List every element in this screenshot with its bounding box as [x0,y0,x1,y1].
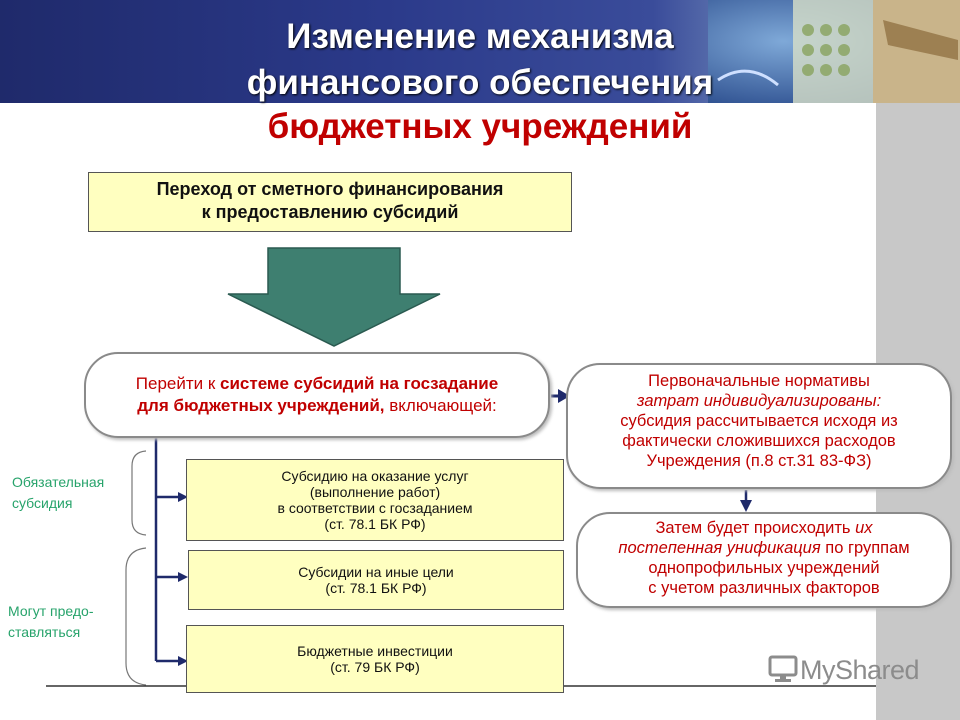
brace-optional [125,547,147,686]
subsidy-box-1-line-3: в соответствии с госзаданием [277,500,473,516]
subsidy-box-investments: Бюджетные инвестиции (ст. 79 БК РФ) [186,625,564,693]
main-pill-text-2: системе субсидий на госзадание [220,374,499,393]
unification-pill: Затем будет происходить их постепенная у… [576,512,952,608]
title-line-1: Изменение механизма [286,17,674,56]
subsidy-box-2-line-2: (ст. 78.1 БК РФ) [325,580,427,596]
big-down-arrow [227,247,441,347]
norms-line-4: фактически сложившихся расходов [622,432,896,450]
subsidy-box-3-line-1: Бюджетные инвестиции [297,643,453,659]
unif-line-1a: Затем будет происходить [655,519,856,537]
transition-line-2: к предоставлению субсидий [201,202,459,222]
monitor-icon [768,655,798,682]
header-photo [708,0,960,103]
unif-line-3: однопрофильных учреждений [648,559,880,577]
subsidy-box-1-line-4: (ст. 78.1 БК РФ) [324,516,426,532]
subsidy-box-1-line-2: (выполнение работ) [309,484,441,500]
norms-line-5: Учреждения (п.8 ст.31 83-ФЗ) [646,452,872,470]
myshared-logo: MyShared [768,655,920,686]
main-pill-text-3: для бюджетных учреждений, [137,396,385,415]
title-line-3: бюджетных учреждений [267,107,693,146]
brace-mandatory [131,450,147,536]
main-pill-text-1: Перейти к [135,374,221,393]
subsidy-box-2-line-1: Субсидии на иные цели [298,564,454,580]
transition-line-1: Переход от сметного финансирования [156,179,504,199]
unif-line-2b: по группам [820,539,910,557]
main-pill-text-4: включающей: [384,396,497,415]
subsidy-system-pill: Перейти к системе субсидий на госзадание… [84,352,550,438]
down-arrow [740,500,752,512]
title-line-2: финансового обеспечения [246,63,714,102]
mandatory-subsidy-label: Обязательная субсидия [12,474,105,511]
optional-subsidy-label: Могут предо- ставляться [8,603,94,640]
norms-line-1: Первоначальные нормативы [648,372,870,390]
unif-line-1b: их [855,519,873,537]
subsidy-box-3-line-2: (ст. 79 БК РФ) [330,659,420,675]
norms-line-3: субсидия рассчитывается исходя из [620,412,898,430]
unif-line-4: с учетом различных факторов [648,579,880,597]
myshared-logo-text: MyShared [800,655,920,685]
transition-box: Переход от сметного финансирования к пре… [88,172,572,232]
branch-arrow-2 [178,572,188,582]
subsidy-box-services: Субсидию на оказание услуг (выполнение р… [186,459,564,541]
subsidy-box-1-line-1: Субсидию на оказание услуг [281,468,469,484]
unif-line-2a: постепенная унификация [618,539,821,557]
norms-pill: Первоначальные нормативы затрат индивиду… [566,363,952,489]
norms-line-2: затрат индивидуализированы: [636,392,882,410]
subsidy-box-other-goals: Субсидии на иные цели (ст. 78.1 БК РФ) [188,550,564,610]
